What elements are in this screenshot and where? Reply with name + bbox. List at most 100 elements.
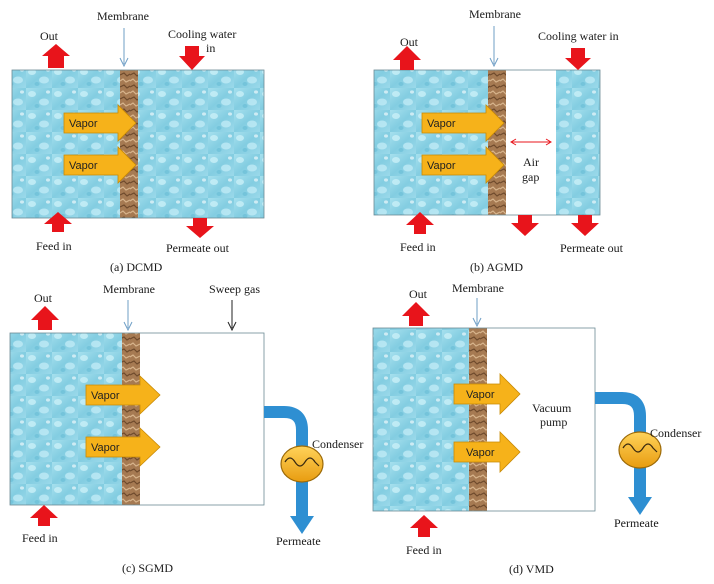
condenser-icon [280, 445, 324, 483]
red-arrow-up-icon [42, 44, 70, 68]
vapor-arrow-2: Vapor [63, 146, 137, 184]
yellow-arrow-right-icon [453, 373, 521, 415]
red-arrow-up-icon [393, 46, 421, 70]
vapor-label: Vapor [91, 390, 120, 402]
sweep-gas-chamber [140, 333, 264, 505]
air-gap-label: Air [523, 155, 539, 169]
red-arrow-up-icon [402, 302, 430, 326]
vapor-label: Vapor [69, 118, 98, 130]
membrane-label: Membrane [469, 7, 521, 21]
membrane [488, 70, 506, 215]
panel-sgmd: Out Membrane Sweep gas Vapor Vapor Conde… [9, 282, 363, 575]
thin-arrow-down-icon [227, 300, 237, 332]
caption: (a) DCMD [110, 260, 163, 274]
red-arrow-up-icon [44, 212, 72, 232]
cooling-water-chamber [556, 70, 600, 215]
red-arrow-down-icon [565, 48, 591, 70]
membrane-label: Membrane [97, 9, 149, 23]
red-arrow-up-icon [31, 306, 59, 330]
yellow-arrow-right-icon [85, 427, 161, 467]
double-arrow-icon [510, 138, 552, 146]
permeate-pipe [264, 406, 308, 520]
vapor-arrow-2: Vapor [85, 427, 161, 467]
vapor-label: Vapor [427, 118, 456, 130]
permeate-out-label: Permeate out [166, 241, 230, 255]
feed-in-label: Feed in [400, 240, 436, 254]
membrane-label: Membrane [103, 282, 155, 296]
thin-arrow-down-icon [472, 298, 482, 328]
membrane [469, 328, 487, 511]
air-gap-label-2: gap [522, 170, 539, 184]
thin-arrow-down-icon [119, 28, 129, 68]
cooling-water-label: Cooling water in [538, 29, 619, 43]
feed-water-chamber [374, 70, 488, 215]
feed-water-chamber [10, 333, 122, 505]
membrane-label: Membrane [452, 281, 504, 295]
feed-water-chamber [12, 70, 120, 218]
red-arrow-up-icon [410, 515, 438, 537]
yellow-arrow-right-icon [63, 146, 137, 184]
permeate-label: Permeate [276, 534, 321, 548]
out-label: Out [34, 291, 53, 305]
vapor-label: Vapor [466, 447, 495, 459]
vapor-label: Vapor [69, 160, 98, 172]
vapor-arrow-1: Vapor [453, 373, 521, 415]
red-arrow-down-icon [571, 215, 599, 236]
caption: (c) SGMD [122, 561, 173, 575]
condenser-label: Condenser [312, 437, 363, 451]
yellow-arrow-right-icon [453, 431, 521, 473]
yellow-arrow-right-icon [421, 104, 505, 142]
blue-arrow-down-icon [290, 516, 314, 534]
vacuum-pump-label-2: pump [540, 415, 567, 429]
condenser-label: Condenser [650, 426, 701, 440]
red-arrow-down-icon [186, 218, 214, 238]
out-label: Out [40, 29, 59, 43]
panel-agmd: Out Membrane Cooling water in Vapor Vapo… [373, 7, 624, 274]
caption: (b) AGMD [470, 260, 523, 274]
cooling-water-label-2: in [206, 41, 215, 55]
vapor-arrow-1: Vapor [85, 375, 161, 415]
vapor-label: Vapor [91, 442, 120, 454]
vapor-arrow-1: Vapor [421, 104, 505, 142]
vapor-arrow-1: Vapor [63, 104, 137, 142]
vapor-arrow-2: Vapor [421, 146, 505, 184]
red-arrow-down-icon [511, 215, 539, 236]
thin-arrow-down-icon [123, 300, 133, 332]
module-outline [9, 332, 265, 506]
module-outline [11, 69, 265, 219]
feed-water-chamber [373, 328, 469, 511]
permeate-pipe [595, 392, 646, 500]
permeate-label: Permeate [614, 516, 659, 530]
cooling-water-label: Cooling water [168, 27, 236, 41]
vapor-arrow-2: Vapor [453, 431, 521, 473]
cooling-water-chamber [138, 70, 264, 218]
vapor-label: Vapor [466, 389, 495, 401]
module-outline [373, 69, 601, 216]
panel-vmd: Out Membrane Vapor Vapor Vacuum pump Con… [372, 281, 701, 576]
blue-arrow-down-icon [628, 497, 652, 515]
out-label: Out [400, 35, 419, 49]
yellow-arrow-right-icon [85, 375, 161, 415]
vacuum-pump-label: Vacuum [532, 401, 572, 415]
red-arrow-up-icon [30, 505, 58, 526]
feed-in-label: Feed in [36, 239, 72, 253]
sweep-gas-label: Sweep gas [209, 282, 260, 296]
yellow-arrow-right-icon [421, 146, 505, 184]
thin-arrow-down-icon [489, 26, 499, 68]
red-arrow-up-icon [406, 212, 434, 234]
vapor-label: Vapor [427, 160, 456, 172]
module-outline [372, 327, 596, 512]
feed-in-label: Feed in [406, 543, 442, 557]
yellow-arrow-right-icon [63, 104, 137, 142]
permeate-out-label: Permeate out [560, 241, 624, 255]
panel-dcmd: Out Membrane Cooling water in Vapor Vapo… [11, 9, 265, 274]
caption: (d) VMD [509, 562, 554, 576]
vacuum-chamber [487, 328, 595, 511]
red-arrow-down-icon [179, 46, 205, 70]
membrane [122, 333, 140, 505]
out-label: Out [409, 287, 428, 301]
condenser-icon [618, 431, 662, 469]
feed-in-label: Feed in [22, 531, 58, 545]
membrane [120, 70, 138, 218]
